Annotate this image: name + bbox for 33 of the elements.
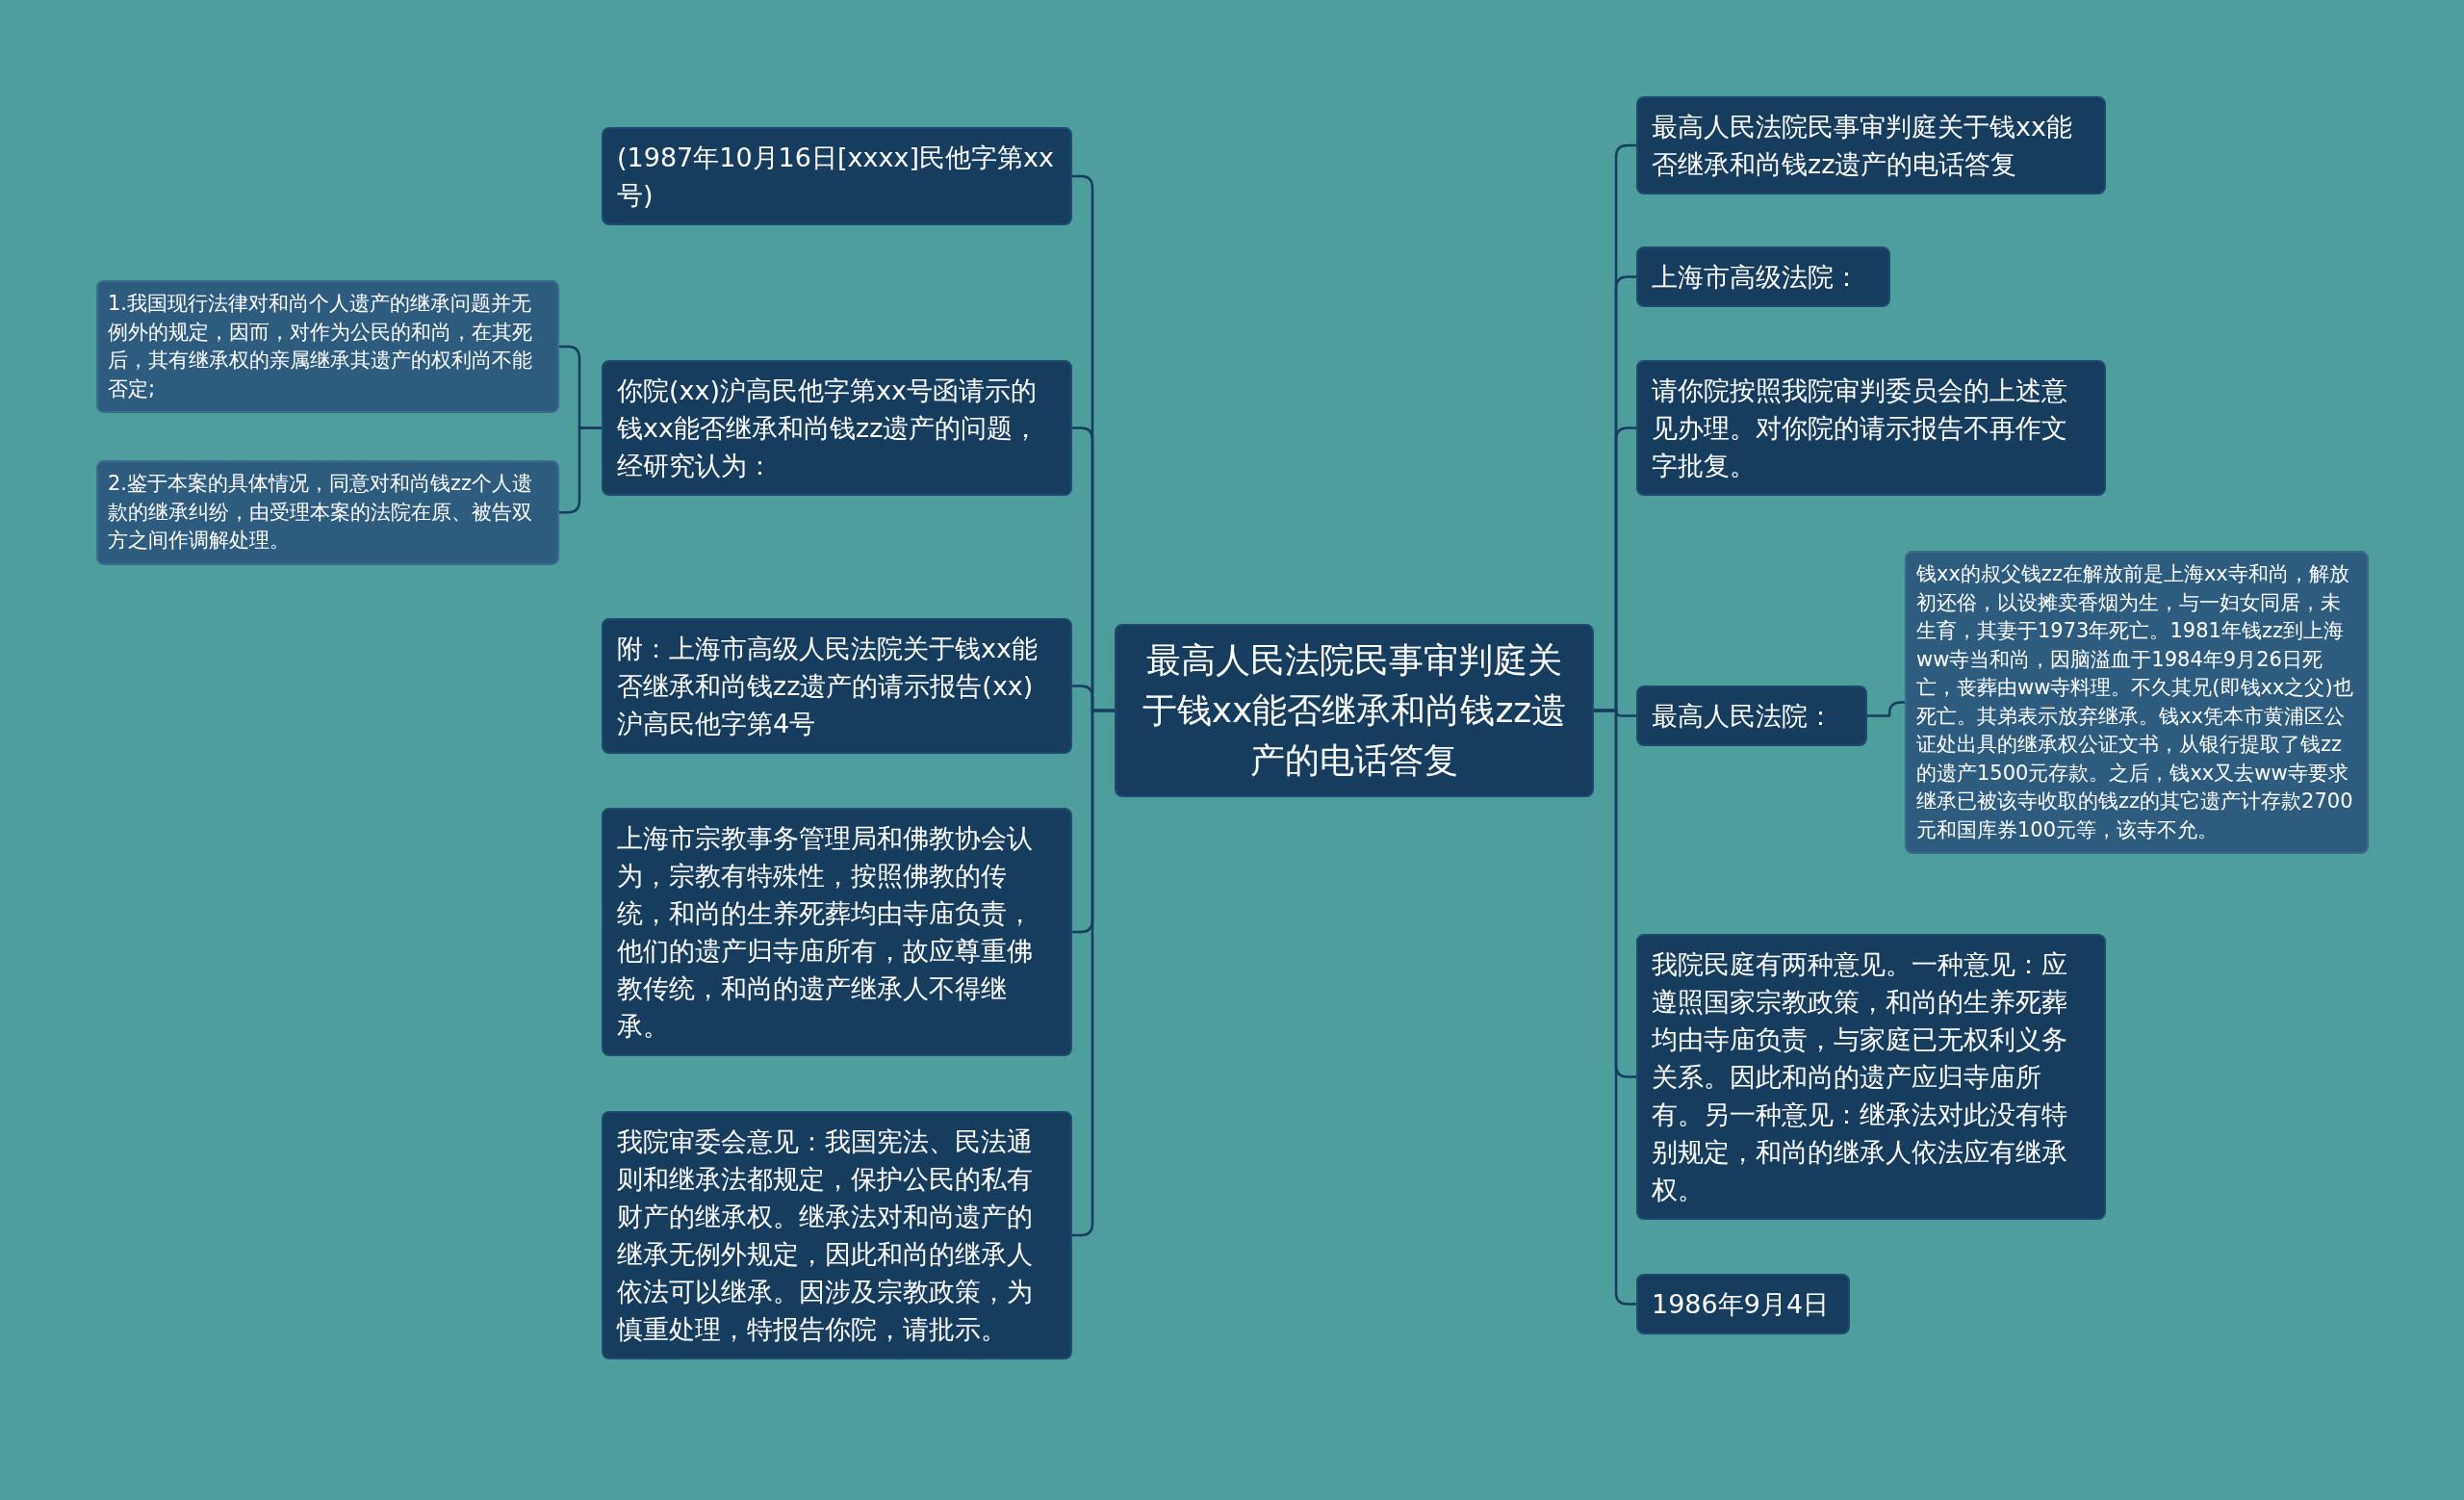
node-text: 最高人民法院民事审判庭关于钱xx能否继承和尚钱zz遗产的电话答复 [1141, 639, 1568, 782]
detail-box [96, 460, 559, 565]
node-text: 请你院按照我院审判委员会的上述意见办理。对你院的请示报告不再作文字批复。 [1651, 375, 2068, 482]
topic-box [602, 1111, 1072, 1359]
node-text: 上海市宗教事务管理局和佛教协会认为，宗教有特殊性，按照佛教的传统，和尚的生养死葬均由寺庙负责，他们的遗产归寺庙所有，故应尊重佛教传统，和尚的遗产继承人不得继承。 [616, 822, 1034, 1043]
node-text: 钱xx的叔父钱zz在解放前是上海xx寺和尚，解放初还俗，以设摊卖香烟为生，与一妇女同居，未生育，其妻于1973年死亡。1981年钱zz到上海ww寺当和尚，因脑溢血于1984年9月26日死亡，丧葬由ww寺料理。不久其兄(即钱xx之父)也死亡。其弟表示放弃继承。钱xx凭本市黄浦区公证处出具的继承权公证文书，从银行提取了钱zz的遗产1500元存款。之后，钱xx又去ww寺要求继承已被该寺收取的钱zz的其它遗产计存款2700元和国库券100元等，该寺不允。 [1915, 561, 2354, 843]
topic-box [1636, 934, 2106, 1220]
node-text: 2.鉴于本案的具体情况，同意对和尚钱zz个人遗款的继承纠纷，由受理本案的法院在原、被告双方之间作调解处理。 [107, 471, 534, 554]
node-text: 你院(xx)沪高民他字第xx号函请示的钱xx能否继承和尚钱zz遗产的问题，经研究认为： [616, 375, 1040, 482]
node-text: 我院民庭有两种意见。一种意见：应遵照国家宗教政策，和尚的生养死葬均由寺庙负责，与家庭已无权利义务关系。因此和尚的遗产应归寺庙所有。另一种意见：继承法对此没有特别规定，和尚的继承人依法应有继承权。 [1651, 948, 2068, 1206]
node-text: (1987年10月16日[xxxx]民他字第xx号) [616, 142, 1055, 212]
node-text: 1986年9月4日 [1651, 1288, 1831, 1321]
topic-box [1636, 360, 2106, 496]
detail-box [96, 280, 559, 413]
connector-line [559, 427, 602, 514]
topic-box [1636, 96, 2106, 194]
topic-box [1636, 1274, 1850, 1334]
node-text: 1.我国现行法律对和尚个人遗产的继承问题并无例外的规定，因而，对作为公民的和尚，在其死后，其有继承权的亲属继承其遗产的权利尚不能否定; [107, 291, 533, 402]
node-text: 附：上海市高级人民法院关于钱xx能否继承和尚钱zz遗产的请示报告(xx)沪高民他字第4号 [616, 633, 1039, 740]
node-text: 上海市高级法院： [1651, 261, 1861, 294]
topic-box [602, 360, 1072, 496]
topic-box [602, 127, 1072, 225]
node-text: 最高人民法院： [1651, 700, 1835, 733]
topic-box [1636, 246, 1890, 307]
node-text: 最高人民法院民事审判庭关于钱xx能否继承和尚钱zz遗产的电话答复 [1651, 111, 2073, 181]
topic-box [1636, 685, 1867, 746]
topic-box [602, 618, 1072, 754]
connector-line [1594, 709, 1636, 1306]
topic-box [602, 808, 1072, 1056]
connector-line [1867, 701, 1905, 717]
central-topic-box [1115, 624, 1594, 797]
connector-line [1072, 709, 1115, 1237]
node-text: 我院审委会意见：我国宪法、民法通则和继承法都规定，保护公民的私有财产的继承权。继承法对和尚遗产的继承无例外规定，因此和尚的继承人依法可以继承。因涉及宗教政策，为慎重处理，特报告你院，请批示。 [615, 1125, 1034, 1346]
